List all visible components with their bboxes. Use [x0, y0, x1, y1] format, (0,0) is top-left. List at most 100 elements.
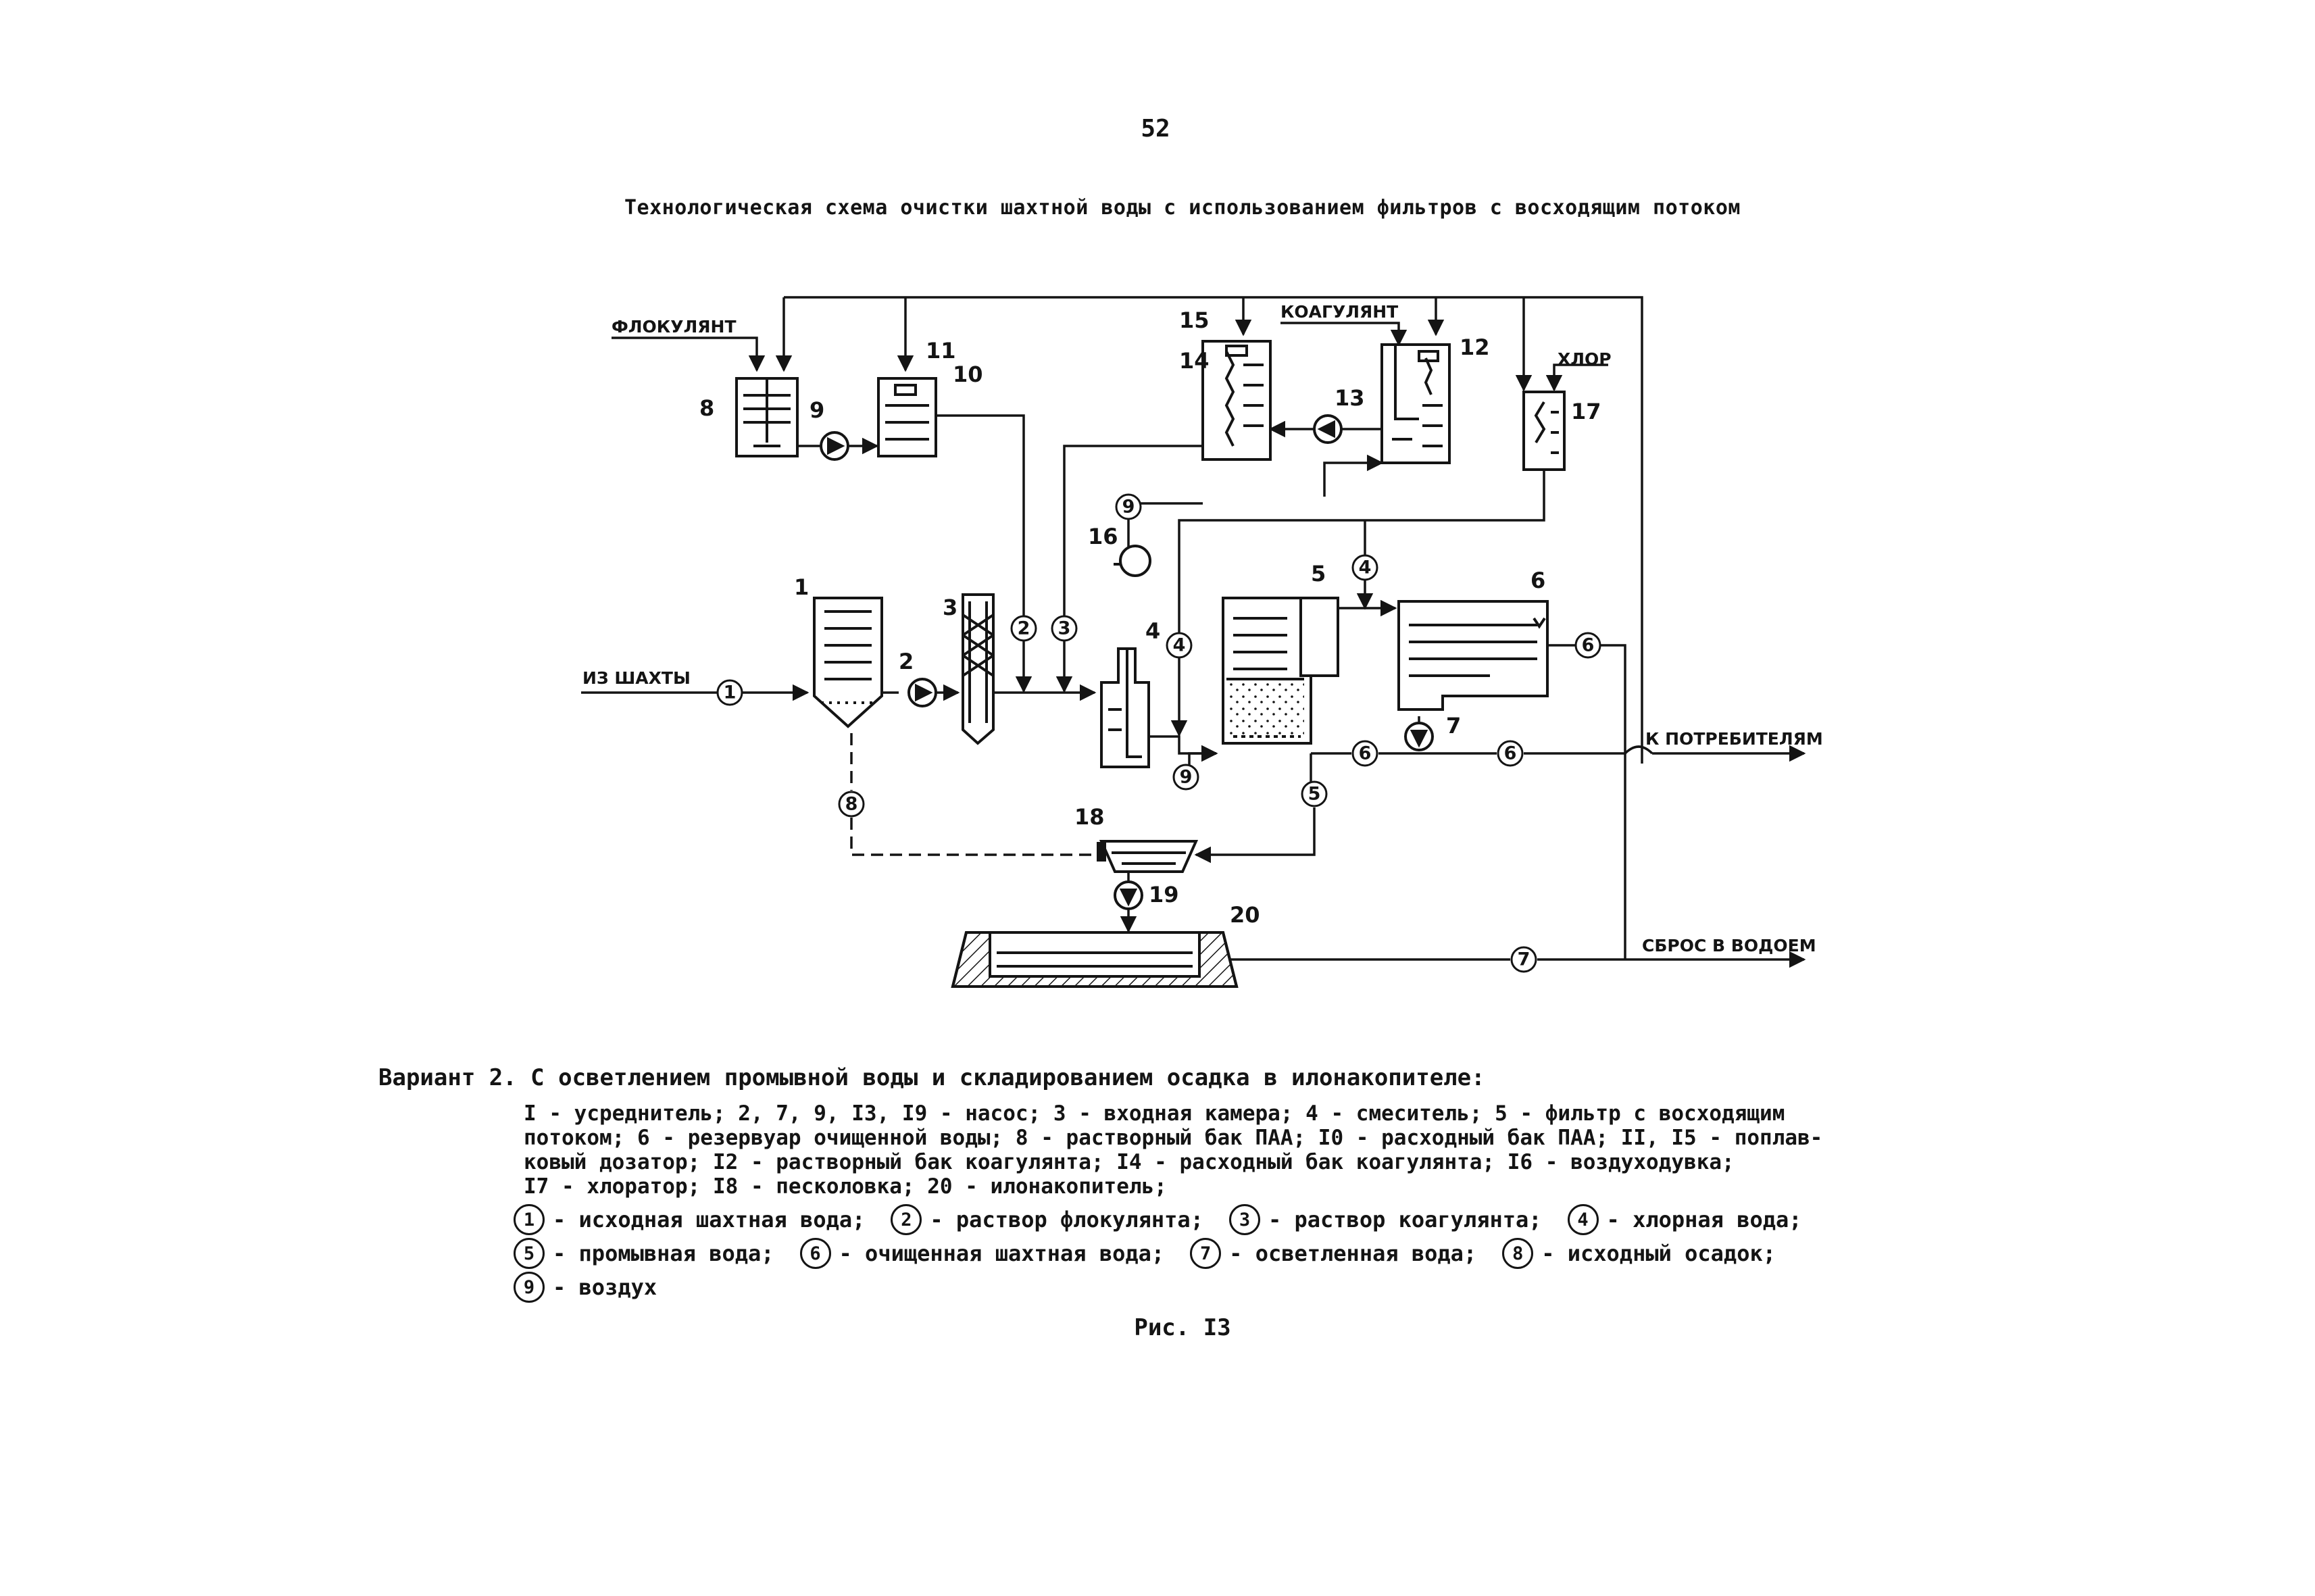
pipe-header-top [784, 296, 1643, 764]
label-coagulant: КОАГУЛЯНТ [1280, 302, 1398, 322]
flow-legend-item: 7 - осветленная вода; [1190, 1238, 1476, 1269]
inlet-chamber-3 [962, 593, 995, 745]
flow-num: 4 [1173, 635, 1186, 656]
equalizer-1 [813, 597, 883, 728]
flow-num: 6 [1359, 743, 1372, 764]
flow-legend-text: - раствор флокулянта; [930, 1207, 1203, 1232]
flow-num: 1 [724, 682, 737, 703]
flow-num: 9 [1122, 497, 1135, 518]
equipment-legend: I - усреднитель; 2, 7, 9, I3, I9 - насос… [524, 1101, 1997, 1199]
flow-markers [716, 493, 1601, 973]
flow-legend-row: 1- исходная шахтная вода; 2- раствор фло… [514, 1203, 2068, 1237]
equipment-number: 4 [1145, 618, 1160, 644]
pipe-sediment [850, 733, 1098, 856]
process-scheme: 1 2 3 4 4 5 6 6 6 7 8 9 9 1 2 3 4 5 6 7 … [581, 296, 1823, 988]
label-chlorine: ХЛОР [1558, 349, 1612, 369]
flow-legend-item: 9 - воздух [514, 1272, 657, 1303]
label-to-consumers: К ПОТРЕБИТЕЛЯМ [1645, 729, 1823, 749]
flow-legend-circle: 7 [1190, 1238, 1222, 1269]
flow-legend-circle: 5 [514, 1238, 545, 1269]
flow-num: 3 [1058, 618, 1071, 639]
equipment-number: 9 [810, 397, 824, 423]
pipe-coagulant [1280, 322, 1408, 347]
flow-legend-circle: 3 [1228, 1204, 1260, 1235]
pipe-coagulant-solution [1055, 445, 1203, 693]
flow-legend-item: 3- раствор коагулянта; [1228, 1204, 1542, 1235]
flow-legend: 1- исходная шахтная вода; 2- раствор фло… [514, 1203, 2068, 1304]
flow-marker-7 [1510, 946, 1537, 973]
flow-legend-text: - исходная шахтная вода; [553, 1207, 866, 1232]
equipment-number: 11 [926, 338, 956, 364]
flow-marker-3 [1051, 615, 1078, 642]
label-from-mine: ИЗ ШАХТЫ [582, 668, 691, 688]
equipment-number: 15 [1179, 307, 1210, 333]
legend-line: потоком; 6 - резервуар очищенной воды; 8… [524, 1126, 1823, 1150]
label-to-water-body: СБРОС В ВОДОЕМ [1642, 936, 1816, 955]
pipe-flocculant [612, 336, 766, 372]
flow-marker-2 [1010, 615, 1037, 642]
flow-num: 4 [1359, 557, 1372, 578]
flow-legend-circle: 9 [514, 1272, 545, 1303]
equipment-number: 14 [1179, 348, 1210, 374]
tank-14 [1201, 340, 1272, 461]
equipment-number: 3 [943, 595, 957, 620]
flow-num: 6 [1504, 743, 1517, 764]
equipment-number: 8 [699, 395, 714, 421]
flow-legend-item: 1- исходная шахтная вода; [514, 1204, 865, 1235]
flow-marker-6a [1351, 740, 1378, 767]
figure-label: Рис. I3 [1134, 1314, 1231, 1341]
flow-legend-row: 5 - промывная вода; 6 - очищенная шахтная … [514, 1237, 2068, 1270]
equipment-number: 17 [1571, 399, 1601, 424]
flow-legend-text: - хлорная вода; [1606, 1207, 1802, 1232]
tank-8 [735, 377, 799, 457]
equipment-number: 2 [899, 649, 914, 674]
sand-trap-18 [1097, 840, 1199, 873]
pipe-chlorine [1545, 364, 1608, 392]
blower-16 [1114, 545, 1151, 577]
flow-legend-row: 9 - воздух [514, 1270, 2068, 1304]
legend-line: ковый дозатор; I2 - растворный бак коагу… [524, 1150, 1735, 1174]
flow-num: 5 [1308, 784, 1321, 805]
flow-legend-text: - исходный осадок; [1541, 1241, 1776, 1266]
flow-num: 2 [1018, 618, 1030, 639]
flow-marker-4a [1166, 632, 1193, 659]
flow-legend-text: - воздух [553, 1274, 657, 1300]
flow-marker-8 [838, 791, 865, 818]
equipment-number: 13 [1335, 385, 1365, 411]
flow-num: 6 [1582, 635, 1595, 656]
flow-legend-text: - промывная вода; [553, 1241, 774, 1266]
equipment-number: 18 [1074, 804, 1105, 830]
flow-marker-9b [1172, 764, 1199, 791]
flow-num: 7 [1518, 949, 1530, 970]
flow-legend-item: 4- хлорная вода; [1567, 1204, 1802, 1235]
flow-legend-item: 5 - промывная вода; [514, 1238, 774, 1269]
legend-line: I7 - хлоратор; I8 - песколовка; 20 - ило… [524, 1174, 1167, 1199]
flow-num: 9 [1180, 767, 1193, 788]
equipment-number: 12 [1460, 334, 1490, 360]
flow-legend-text: - осветленная вода; [1229, 1241, 1477, 1266]
equipment-number: 10 [953, 361, 983, 387]
label-flocculant: ФЛОКУЛЯНТ [612, 317, 737, 336]
page-number: 52 [1141, 115, 1170, 143]
flow-legend-circle: 8 [1502, 1238, 1534, 1269]
equipment-number: 6 [1530, 568, 1545, 593]
equipment-number: 20 [1230, 902, 1260, 928]
pipe-chlorine-water [1170, 470, 1545, 737]
pipe-wash-water [1194, 807, 1316, 864]
tank-10 [877, 377, 937, 457]
flow-legend-item: 2- раствор флокулянта; [891, 1204, 1203, 1235]
tank-12 [1380, 343, 1451, 464]
flow-legend-item: 6 - очищенная шахтная вода; [799, 1238, 1165, 1269]
flow-marker-6b [1497, 740, 1524, 767]
legend-line: I - усреднитель; 2, 7, 9, I3, I9 - насос… [524, 1101, 1785, 1126]
flow-marker-9a [1115, 493, 1142, 520]
equipment-number: 5 [1311, 561, 1326, 587]
flow-num: 8 [845, 794, 858, 815]
pipe-flocculant-solution [936, 414, 1032, 693]
flow-legend-circle: 6 [799, 1238, 831, 1269]
equipment-number: 7 [1446, 713, 1461, 739]
upflow-filter-5 [1222, 597, 1339, 745]
sludge-storage-20 [951, 931, 1239, 988]
flow-marker-4b [1351, 554, 1378, 581]
flow-legend-text: - очищенная шахтная вода; [839, 1241, 1165, 1266]
